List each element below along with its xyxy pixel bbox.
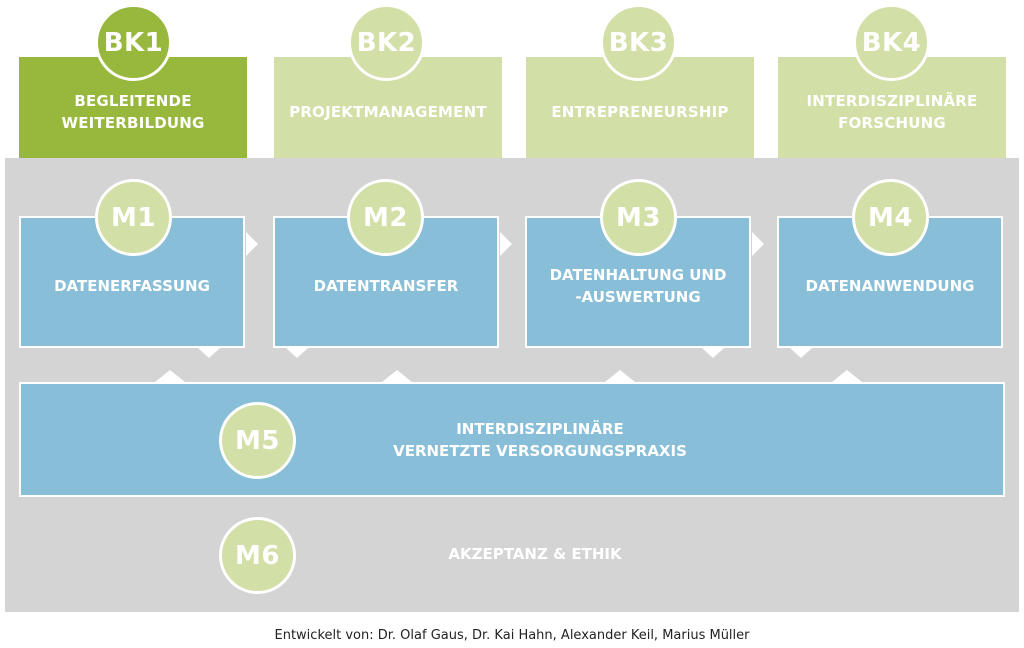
- bk3-label-line1: ENTREPRENEURSHIP: [551, 102, 729, 121]
- m3-label-line1: DATENHALTUNG UND: [549, 266, 727, 284]
- footer-credits: Entwickelt von: Dr. Olaf Gaus, Dr. Kai H…: [274, 628, 750, 643]
- m5-circle[interactable]: M5: [219, 402, 296, 479]
- chevron-m3-m4: [752, 232, 764, 256]
- connector-down-m2: [286, 348, 308, 358]
- chevron-m2-m3: [500, 232, 512, 256]
- bk3-circle[interactable]: BK3: [600, 4, 677, 81]
- bk4-label-line1: INTERDISZIPLINÄRE: [806, 91, 978, 110]
- chevron-m1-m2: [246, 232, 258, 256]
- m1-label-line1: DATENERFASSUNG: [54, 277, 210, 295]
- m4-label-line1: DATENANWENDUNG: [805, 277, 975, 295]
- connector-up-m5-4: [832, 370, 862, 382]
- bk2-circle[interactable]: BK2: [348, 4, 425, 81]
- m3-circle[interactable]: M3: [600, 179, 677, 256]
- bk1-circle[interactable]: BK1: [95, 4, 172, 81]
- bk1-label-line2: WEITERBILDUNG: [61, 113, 205, 132]
- m6-label: AKZEPTANZ & ETHIK: [448, 545, 622, 563]
- m5-label-line1: INTERDISZIPLINÄRE: [456, 420, 624, 438]
- m5-label-line2: VERNETZTE VERSORGUNGSPRAXIS: [393, 442, 687, 460]
- m2-label-line1: DATENTRANSFER: [313, 277, 459, 295]
- m1-circle[interactable]: M1: [95, 179, 172, 256]
- m6-circle[interactable]: M6: [219, 517, 296, 594]
- connector-down-m1: [198, 348, 220, 358]
- connector-down-m3: [702, 348, 724, 358]
- m5-box[interactable]: [19, 382, 1005, 497]
- bk2-label-line1: PROJEKTMANAGEMENT: [289, 102, 487, 121]
- connector-up-m5-1: [155, 370, 185, 382]
- bk2-box[interactable]: PROJEKTMANAGEMENT: [274, 57, 502, 158]
- m5-label: INTERDISZIPLINÄRE VERNETZTE VERSORGUNGSP…: [300, 418, 780, 462]
- connector-down-m4: [790, 348, 812, 358]
- bk4-circle[interactable]: BK4: [853, 4, 930, 81]
- m4-circle[interactable]: M4: [852, 179, 929, 256]
- m3-label-line2: -AUSWERTUNG: [575, 288, 701, 306]
- connector-up-m5-2: [382, 370, 412, 382]
- bk1-label-line1: BEGLEITENDE: [74, 91, 192, 110]
- m2-circle[interactable]: M2: [347, 179, 424, 256]
- bk4-label-line2: FORSCHUNG: [838, 113, 946, 132]
- connector-up-m5-3: [605, 370, 635, 382]
